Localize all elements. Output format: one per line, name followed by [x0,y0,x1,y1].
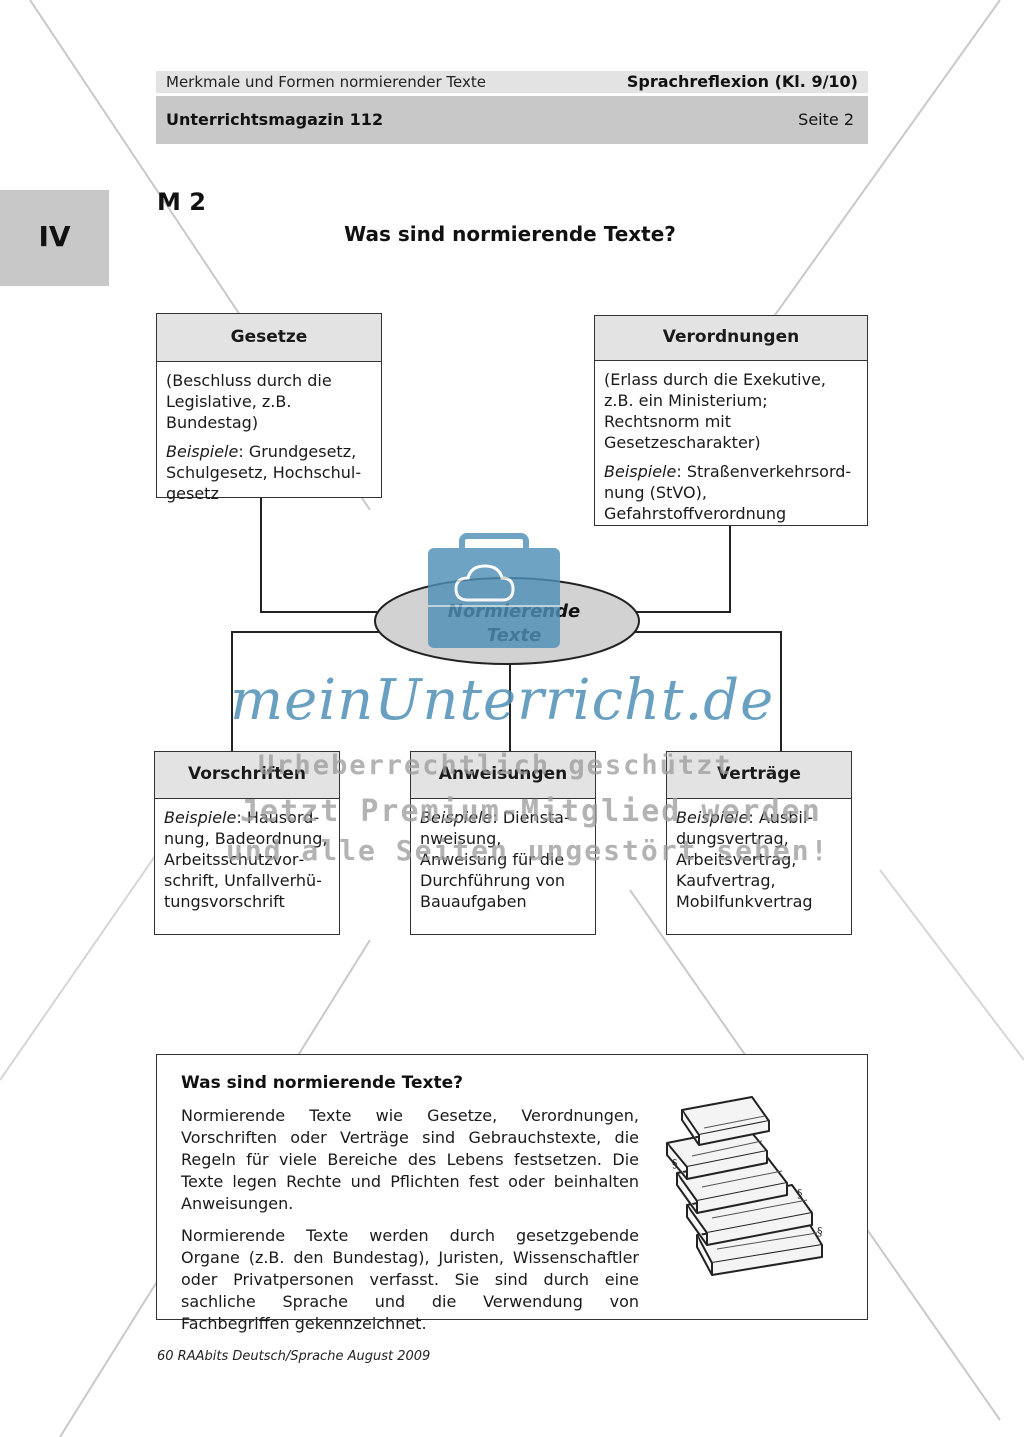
box-gesetze-title: Gesetze [157,314,381,362]
box-anweisungen-title: Anweisungen [411,752,595,799]
box-gesetze: Gesetze (Beschluss durch die Legis­lativ… [156,313,382,503]
watermark-brand: meinUnterricht.de [230,668,775,733]
box-vertraege-examples: : Ausbil­dungsvertrag, Arbeitsvertrag, K… [676,808,814,911]
box-vorschriften-examples-label: Beispiele [164,808,237,827]
box-gesetze-examples: : Grundgesetz, Schulgesetz, Hochschul­ge… [166,442,362,503]
info-paragraph-1: Normierende Texte wie Gesetze, Verordnun… [181,1106,639,1213]
footer-source: 60 RAAbits Deutsch/Sprache August 2009 [157,1349,431,1364]
info-box: Was sind normierende Texte? Normierende … [156,1054,868,1333]
box-verordnungen-examples-label: Beispiele [604,462,677,481]
svg-text:§: § [672,1157,678,1170]
box-vertraege-examples-label: Beispiele [676,808,749,827]
box-verordnungen-title: Verordnungen [595,316,867,361]
info-heading: Was sind normierende Texte? [181,1073,464,1093]
watermark-line2: Jetzt Premium-Mitglied werden [240,794,822,829]
watermark-line1: Urheberrechtlich geschützt [258,750,733,781]
box-verordnungen-examples: : Straßenverkehrsord­nung (StVO), Gefahr… [604,462,852,523]
box-vorschriften-examples: : Hausord­nung, Badeordnung, Arbeitsschu… [164,808,328,911]
info-paragraph-2: Normierende Texte werden durch gesetzgeb… [181,1226,639,1333]
box-vertraege: Verträge Beispiele: Ausbil­dungsvertrag,… [666,751,852,935]
header-magazine: Unterrichtsmagazin 112 [166,110,384,129]
svg-text:§: § [817,1225,823,1238]
header-page-number: Seite 2 [798,110,854,129]
box-gesetze-desc: (Beschluss durch die Legis­lative, z.B. … [166,371,332,432]
watermark-line3: und alle Seiten ungestört sehen! [226,834,830,867]
box-vorschriften-title: Vorschriften [155,752,339,799]
svg-text:§: § [797,1187,803,1200]
header-topic-bar: Merkmale und Formen normierender Texte S… [156,71,868,93]
side-tab: IV [0,190,109,286]
header-magazine-bar: Unterrichtsmagazin 112 Seite 2 [156,96,868,144]
header-topic: Merkmale und Formen normierender Texte [166,73,487,91]
box-anweisungen-examples: : Diensta­nweisung, Anweisung für die Du… [420,808,570,911]
material-label: M 2 [157,188,206,216]
box-vertraege-title: Verträge [667,752,851,799]
box-anweisungen: Anweisungen Beispiele: Diensta­nweisung,… [410,751,596,935]
side-tab-label: IV [38,220,71,253]
box-anweisungen-examples-label: Beispiele [420,808,493,827]
box-verordnungen-desc: (Erlass durch die Exekutive, z.B. ein Mi… [604,370,826,452]
box-gesetze-examples-label: Beispiele [166,442,239,461]
box-verordnungen: Verordnungen (Erlass durch die Exekutive… [594,315,868,526]
box-vorschriften: Vorschriften Beispiele: Hausord­nung, Ba… [154,751,340,935]
header-subject: Sprachreflexion (Kl. 9/10) [626,72,858,91]
books-stack-icon: § § § [666,1096,823,1276]
page-title: Was sind normierende Texte? [344,222,676,246]
